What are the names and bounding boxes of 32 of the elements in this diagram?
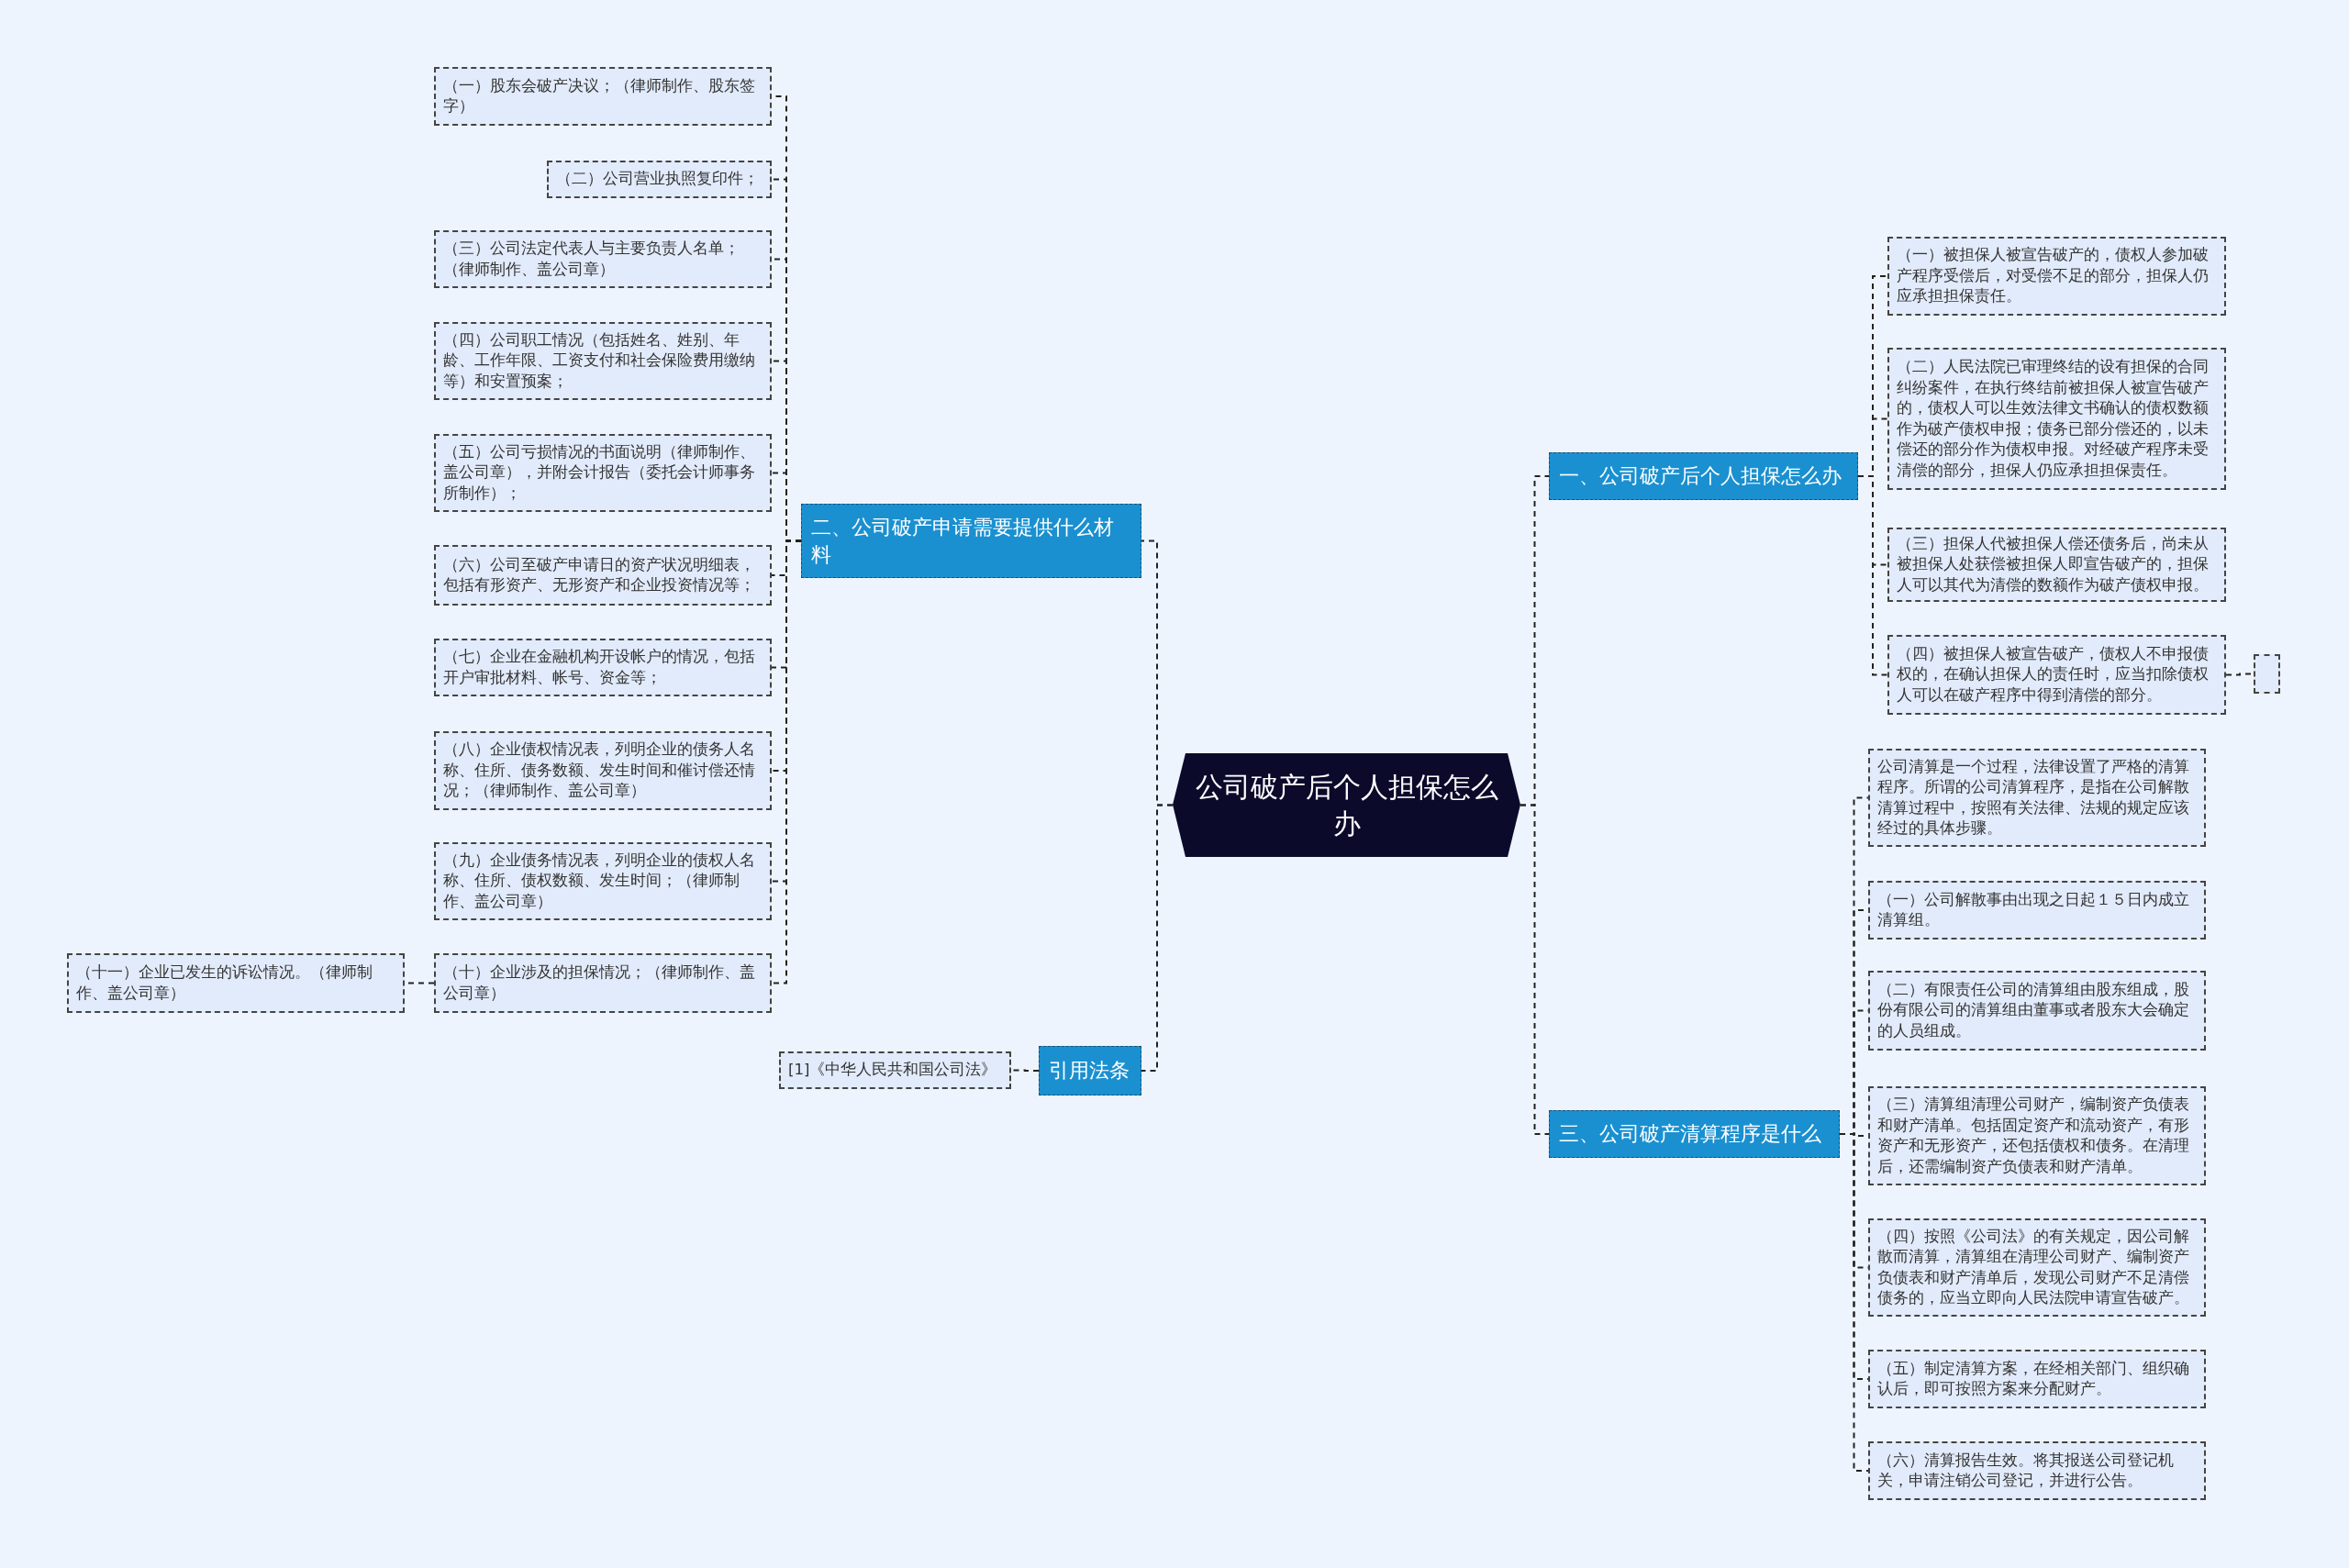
branch-topic-box: 三、公司破产清算程序是什么 xyxy=(1549,1110,1840,1158)
note-box: （五）公司亏损情况的书面说明（律师制作、盖公司章），并附会计报告（委托会计师事务所制作）； xyxy=(434,434,772,512)
note-box: （二）公司营业执照复印件； xyxy=(547,161,772,198)
note-box: （六）公司至破产申请日的资产状况明细表，包括有形资产、无形资产和企业投资情况等； xyxy=(434,545,772,606)
note-box: （二）人民法院已审理终结的设有担保的合同纠纷案件，在执行终结前被担保人被宣告破产的，债权人可以生效法律文书确认的债权数额作为破产债权申报；债务已部分偿还的，以未偿还的部分作为债权申报。对经破产程序未受清偿的部分，担保人仍应承担担保责任。 xyxy=(1887,348,2226,490)
note-box: （七）企业在金融机构开设帐户的情况，包括开户审批材料、帐号、资金等； xyxy=(434,639,772,696)
note-box: [1]《中华人民共和国公司法》 xyxy=(779,1051,1011,1089)
note-box: （一）股东会破产决议；（律师制作、股东签字） xyxy=(434,67,772,126)
note-box: （九）企业债务情况表，列明企业的债权人名称、住所、债权数额、发生时间；（律师制作、盖公司章） xyxy=(434,842,772,920)
branch-topic-box: 引用法条 xyxy=(1039,1046,1141,1095)
connector-line xyxy=(1857,475,1888,676)
note-box: （三）公司法定代表人与主要负责人名单；（律师制作、盖公司章） xyxy=(434,230,772,288)
note-box: （六）清算报告生效。将其报送公司登记机关，申请注销公司登记，并进行公告。 xyxy=(1868,1441,2206,1500)
central-topic: 公司破产后个人担保怎么办 xyxy=(1173,753,1520,857)
note-box: （三）清算组清理公司财产，编制资产负债表和财产清单。包括固定资产和流动资产，有形资产和无形资产，还包括债权和债务。在清理后，还需编制资产负债表和财产清单。 xyxy=(1868,1086,2206,1185)
note-box: 公司清算是一个过程，法律设置了严格的清算程序。所谓的公司清算程序，是指在公司解散清算过程中，按照有关法律、法规的规定应该经过的具体步骤。 xyxy=(1868,749,2206,847)
note-box: （二）有限责任公司的清算组由股东组成，股份有限公司的清算组由董事或者股东大会确定的人员组成。 xyxy=(1868,971,2206,1051)
connector-line xyxy=(1141,804,1174,1072)
note-box: （十）企业涉及的担保情况；（律师制作、盖公司章） xyxy=(434,953,772,1013)
connector-line xyxy=(1520,804,1550,1135)
branch-topic-box: 一、公司破产后个人担保怎么办 xyxy=(1549,452,1858,500)
note-box: （四）按照《公司法》的有关规定，因公司解散而清算，清算组在清理公司财产、编制资产负债表和财产清单后，发现公司财产不足清偿债务的，应当立即向人民法院申请宣告破产。 xyxy=(1868,1218,2206,1317)
branch-topic-box: 二、公司破产申请需要提供什么材料 xyxy=(801,504,1141,578)
note-box: （一）公司解散事由出现之日起１５日内成立清算组。 xyxy=(1868,881,2206,940)
note-box: （四）公司职工情况（包括姓名、姓别、年龄、工作年限、工资支付和社会保险费用缴纳等）和安置预案； xyxy=(434,322,772,400)
note-box: （四）被担保人被宣告破产，债权人不申报债权的，在确认担保人的责任时，应当扣除债权人可以在破产程序中得到清偿的部分。 xyxy=(1887,635,2226,715)
note-box: （五）制定清算方案，在经相关部门、组织确认后，即可按照方案来分配财产。 xyxy=(1868,1350,2206,1408)
note-box: （一）被担保人被宣告破产的，债权人参加破产程序受偿后，对受偿不足的部分，担保人仍应承担担保责任。 xyxy=(1887,237,2226,316)
note-box: （八）企业债权情况表，列明企业的债务人名称、住所、债务数额、发生时间和催讨偿还情况；（律师制作、盖公司章） xyxy=(434,731,772,810)
empty-box xyxy=(2254,654,2280,694)
note-box: （三）担保人代被担保人偿还债务后，尚未从被担保人处获偿被担保人即宣告破产的，担保人可以其代为清偿的数额作为破产债权申报。 xyxy=(1887,528,2226,602)
note-box: （十一）企业已发生的诉讼情况。（律师制作、盖公司章） xyxy=(67,953,405,1013)
